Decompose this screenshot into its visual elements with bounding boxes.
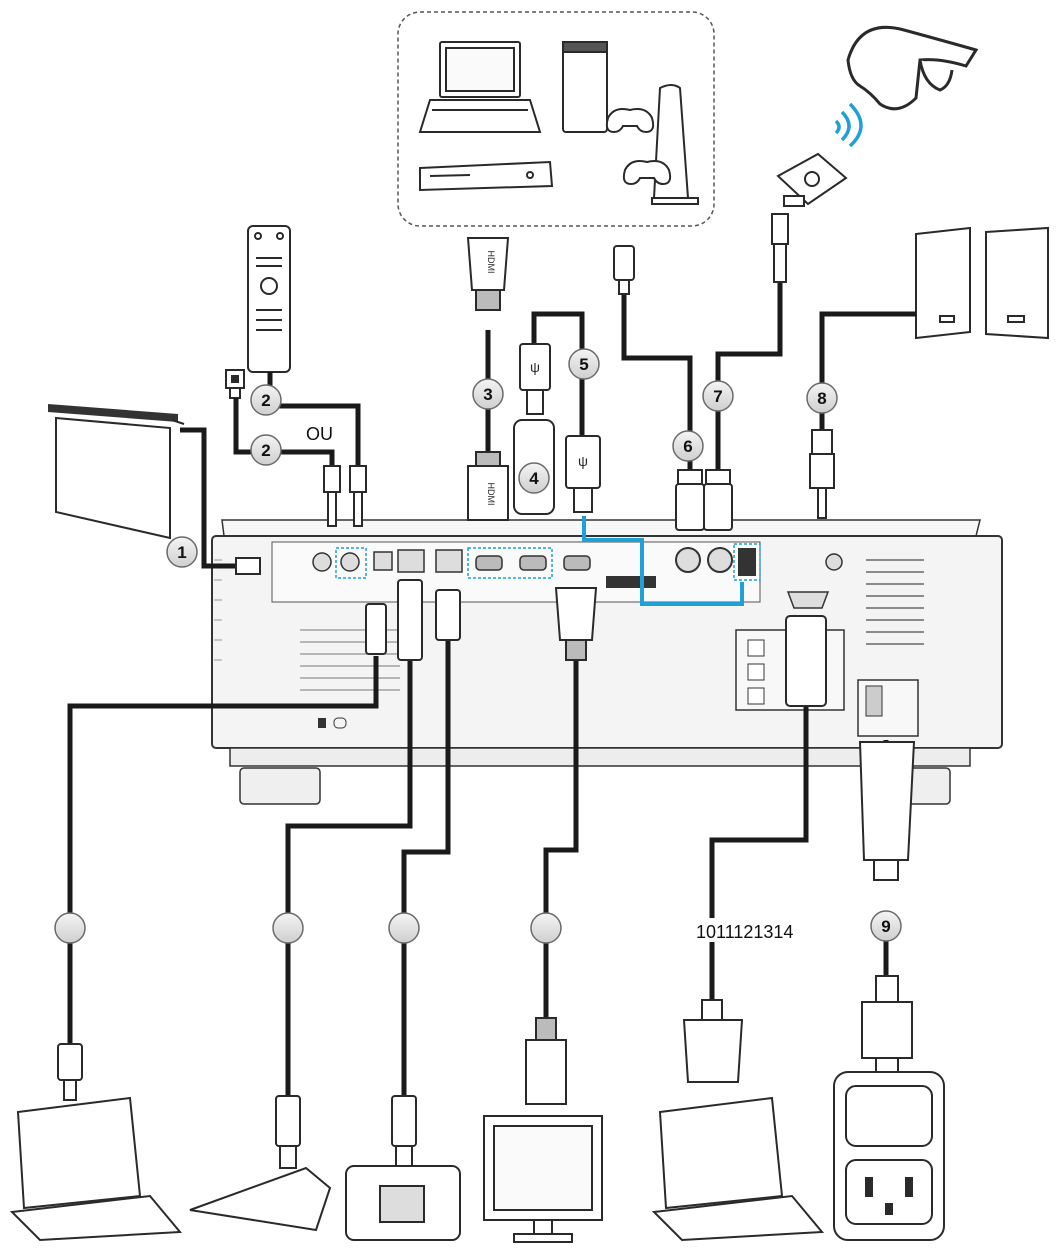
svg-text:ψ: ψ (530, 359, 540, 375)
svg-text:9: 9 (881, 917, 890, 936)
hdmi-connector-icon: HDMI (467, 451, 509, 521)
svg-text:2: 2 (261, 441, 270, 460)
gamepad-icon (622, 160, 672, 186)
badge-9: 9 (870, 910, 902, 942)
svg-text:4: 4 (529, 469, 539, 488)
power-plug-icon (861, 975, 913, 1090)
speakers-icon (915, 226, 1049, 340)
3d-glasses-icon (846, 25, 979, 111)
svg-text:ψ: ψ (578, 453, 588, 469)
badge-1: 1 (166, 536, 198, 568)
badge-4: 4 (518, 462, 550, 494)
3d-emitter-icon (776, 152, 848, 207)
dvd-player-icon (419, 160, 554, 192)
rj45-connector-icon (435, 589, 461, 641)
usb-connector-icon: ψ (565, 435, 601, 513)
svg-text:3: 3 (483, 385, 492, 404)
hdbaset-box-icon (189, 1166, 332, 1232)
svg-text:HDMI: HDMI (486, 251, 496, 274)
svg-text:7: 7 (713, 387, 722, 406)
svg-text:5: 5 (579, 355, 588, 374)
monitor-icon (483, 1115, 603, 1243)
or-label: OU (306, 424, 333, 444)
badge-5: 5 (568, 348, 600, 380)
cables (67, 282, 916, 1096)
rj45-connector-icon (397, 579, 423, 661)
audio-jack-icon (323, 465, 341, 527)
projection-screen-icon (48, 404, 185, 540)
usb-connector-icon (365, 603, 387, 655)
audio-jack-icon (771, 213, 789, 283)
badge-lan-control (272, 912, 304, 944)
audio-jack-icon (809, 429, 835, 519)
gamepad-icon (605, 108, 655, 134)
laptop-icon (9, 1096, 183, 1242)
badge-2-wired: 2 (250, 434, 282, 466)
hdmi-connector-icon (525, 1017, 567, 1105)
badge-7: 7 (702, 380, 734, 412)
svg-text:2: 2 (261, 391, 270, 410)
bnc-connector-icon (675, 469, 705, 531)
usb-connector-icon: ψ (519, 343, 551, 415)
badge-2-remote: 2 (250, 384, 282, 416)
wired-remote-plug-icon (225, 369, 245, 399)
blue-link-line (582, 516, 744, 606)
badge-6: 6 (672, 430, 704, 462)
badge-hdmi-out (530, 912, 562, 944)
vga-connector-icon (785, 615, 827, 707)
laptop-icon (651, 1096, 825, 1242)
svg-text:6: 6 (683, 437, 692, 456)
bnc-connector-icon (703, 469, 733, 531)
badges: 1 2 2 3 4 5 6 7 (54, 348, 902, 944)
badge-3: 3 (472, 378, 504, 410)
power-outlet-icon (833, 1071, 945, 1241)
hdmi-connector-icon (554, 587, 598, 661)
vga-badge-group-label: 1011121314 (696, 922, 793, 942)
usb-connector-icon (57, 1043, 83, 1101)
game-console-icon (562, 41, 608, 133)
bnc-connector-icon (613, 245, 635, 295)
network-wall-jack-icon (345, 1165, 461, 1241)
svg-text:8: 8 (817, 389, 826, 408)
trigger-plug-icon (235, 557, 261, 575)
wifi-signal-icon (834, 102, 863, 148)
game-console-icon (651, 84, 699, 205)
hdmi-connector-icon: HDMI (466, 237, 510, 311)
badge-rj45-hdbaset (388, 912, 420, 944)
source-devices-group (397, 11, 715, 227)
power-plug-icon (858, 741, 916, 881)
badge-8: 8 (806, 382, 838, 414)
rj45-connector-icon (275, 1095, 301, 1169)
remote-control-icon (247, 225, 291, 373)
svg-text:HDMI: HDMI (486, 483, 496, 506)
rj45-connector-icon (391, 1095, 417, 1169)
audio-jack-icon (349, 465, 367, 527)
vga-connector-icon (682, 999, 744, 1083)
badge-usb-service (54, 912, 86, 944)
laptop-icon (418, 41, 542, 133)
svg-text:1: 1 (177, 543, 186, 562)
